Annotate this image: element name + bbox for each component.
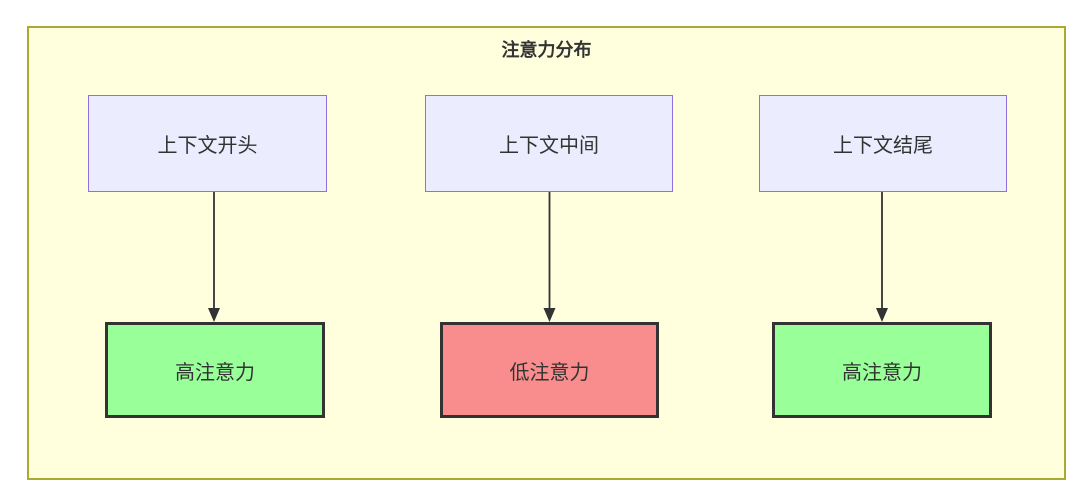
node-context-start: 上下文开头	[88, 95, 327, 192]
diagram-title: 注意力分布	[501, 40, 592, 60]
node-low-attention: 低注意力	[440, 322, 659, 418]
node-context-end: 上下文结尾	[759, 95, 1007, 192]
node-high-attention-1: 高注意力	[105, 322, 325, 418]
node-context-middle: 上下文中间	[425, 95, 673, 192]
node-high-attention-2: 高注意力	[772, 322, 992, 418]
diagram-container: 注意力分布 上下文开头 上下文中间 上下文结尾 高注意力 低注意力 高注意力	[27, 26, 1066, 480]
